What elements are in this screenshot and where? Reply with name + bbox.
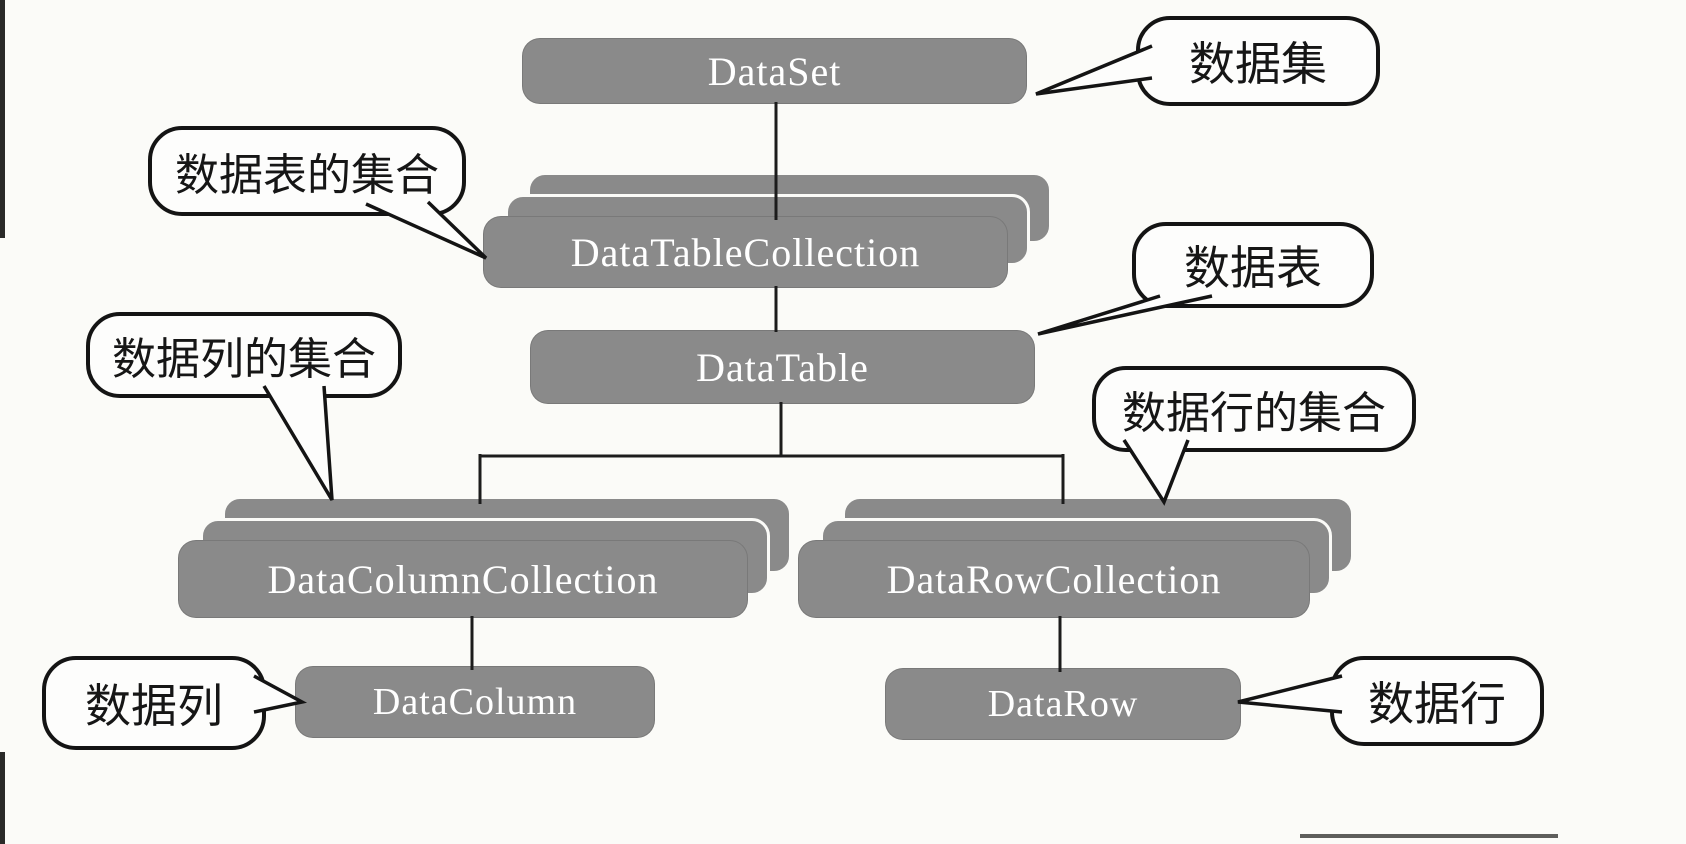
scan-edge-artifact (0, 0, 5, 238)
scan-edge-artifact (1300, 834, 1558, 838)
node-label: DataTableCollection (570, 229, 921, 275)
callout-datarowcollection: 数据行的集合 (1092, 366, 1416, 452)
callout-datarow: 数据行 (1330, 656, 1544, 746)
callout-tail-datarow (1237, 674, 1343, 714)
callout-tail-dataset (1035, 44, 1153, 96)
node-label: DataRow (987, 683, 1139, 725)
callout-label: 数据列的集合 (112, 335, 376, 384)
node-label: DataSet (707, 48, 842, 94)
callout-label: 数据集 (1189, 39, 1327, 90)
callout-datacolumncollection: 数据列的集合 (86, 312, 402, 398)
node-label: DataRowCollection (886, 556, 1222, 602)
callout-label: 数据行的集合 (1122, 389, 1386, 438)
callout-tail-datacolumncollection (262, 385, 334, 501)
node-datarow: DataRow (885, 668, 1241, 740)
callout-label: 数据表的集合 (175, 151, 439, 200)
node-datatablecollection: DataTableCollection (483, 216, 1008, 288)
node-dataset: DataSet (522, 38, 1027, 104)
callout-datacolumn: 数据列 (42, 656, 266, 750)
node-label: DataColumn (372, 681, 578, 723)
callout-dataset: 数据集 (1136, 16, 1380, 106)
node-datatable: DataTable (530, 330, 1035, 404)
callout-label: 数据表 (1184, 243, 1322, 294)
node-datacolumncollection: DataColumnCollection (178, 540, 748, 618)
node-datacolumn: DataColumn (295, 666, 655, 738)
callout-label: 数据列 (85, 681, 223, 732)
callout-datatable: 数据表 (1132, 222, 1374, 308)
node-datarowcollection: DataRowCollection (798, 540, 1310, 618)
node-label: DataColumnCollection (267, 556, 659, 602)
node-label: DataTable (696, 344, 869, 390)
callout-datatablecollection: 数据表的集合 (148, 126, 466, 216)
callout-label: 数据行 (1368, 679, 1506, 730)
scan-edge-artifact (0, 752, 5, 844)
